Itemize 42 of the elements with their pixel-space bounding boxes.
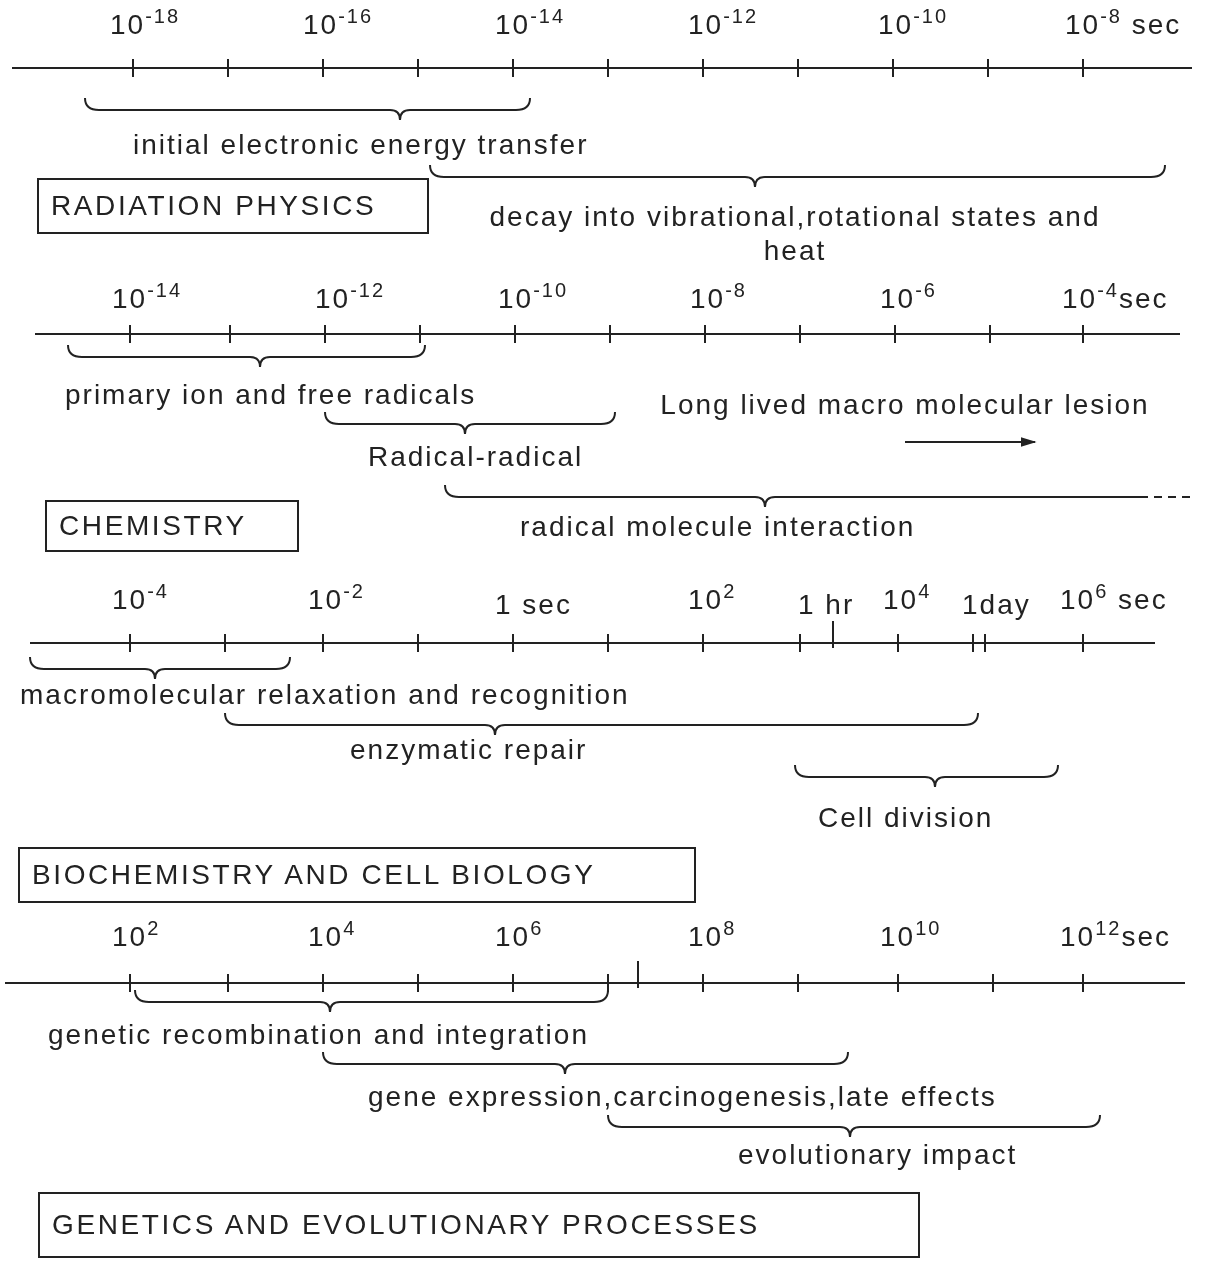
tick-label: 10$^{2}$ bbox=[112, 920, 161, 954]
process-label: initial electronic energy transfer bbox=[133, 128, 589, 162]
tick-label: 10$^{-10}$ bbox=[498, 282, 569, 316]
tick-label: 10$^{-8}$ bbox=[690, 282, 747, 316]
tick-label: 10$^{-12}$ bbox=[315, 282, 386, 316]
tick-label: 1day bbox=[962, 588, 1031, 622]
tick-label: 10$^{-12}$ bbox=[688, 8, 759, 42]
tick-label: 10$^{6}$ sec bbox=[1060, 583, 1168, 617]
process-label: evolutionary impact bbox=[738, 1138, 1018, 1172]
process-label: Long lived macro molecular lesion bbox=[660, 388, 1150, 422]
tick-label: 10$^{-4}$ bbox=[112, 583, 169, 617]
process-label: decay into vibrational,rotational states and heat bbox=[488, 200, 1102, 268]
process-label: macromolecular relaxation and recognition bbox=[20, 678, 630, 712]
tick-label: 10$^{-14}$ bbox=[495, 8, 566, 42]
process-label: enzymatic repair bbox=[350, 733, 588, 767]
tick-label: 10$^{12}$sec bbox=[1060, 920, 1171, 954]
process-label: Cell division bbox=[818, 801, 994, 835]
tick-label: 10$^{4}$ bbox=[308, 920, 357, 954]
process-label: gene expression,carcinogenesis,late effects bbox=[368, 1080, 997, 1114]
tick-label: 10$^{-14}$ bbox=[112, 282, 183, 316]
section-box: BIOCHEMISTRY AND CELL BIOLOGY bbox=[18, 847, 696, 903]
tick-label: 10$^{6}$ bbox=[495, 920, 544, 954]
tick-label: 10$^{-2}$ bbox=[308, 583, 365, 617]
section-box: CHEMISTRY bbox=[45, 500, 299, 552]
tick-label: 10$^{2}$ bbox=[688, 583, 737, 617]
process-label: Radical-radical bbox=[368, 440, 584, 474]
tick-label: 10$^{-16}$ bbox=[303, 8, 374, 42]
section-box: RADIATION PHYSICS bbox=[37, 178, 429, 234]
process-label: genetic recombination and integration bbox=[48, 1018, 589, 1052]
section-box: GENETICS AND EVOLUTIONARY PROCESSES bbox=[38, 1192, 920, 1258]
tick-label: 10$^{-6}$ bbox=[880, 282, 937, 316]
process-label: primary ion and free radicals bbox=[65, 378, 477, 412]
process-label: radical molecule interaction bbox=[520, 510, 916, 544]
tick-label: 10$^{-10}$ bbox=[878, 8, 949, 42]
tick-label: 10$^{-8}$ sec bbox=[1065, 8, 1182, 42]
tick-label: 10$^{-18}$ bbox=[110, 8, 181, 42]
tick-label: 10$^{8}$ bbox=[688, 920, 737, 954]
tick-label: 10$^{4}$ bbox=[883, 583, 932, 617]
tick-label: 10$^{-4}$sec bbox=[1062, 282, 1169, 316]
tick-label: 1 hr bbox=[798, 588, 855, 622]
tick-label: 10$^{10}$ bbox=[880, 920, 942, 954]
tick-label: 1 sec bbox=[495, 588, 572, 622]
